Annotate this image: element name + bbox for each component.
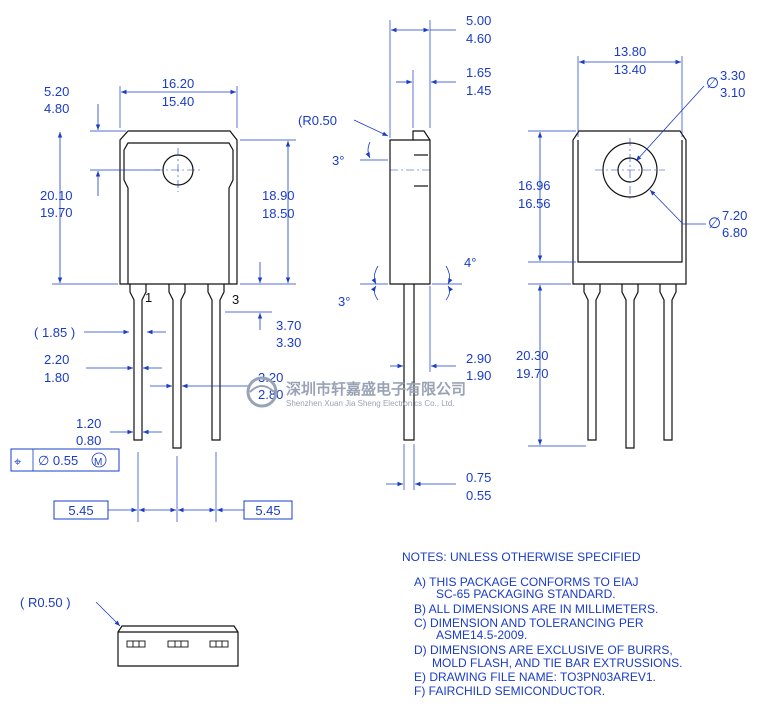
front-lead-w-min: 1.80: [44, 370, 69, 385]
back-hole-max: 3.30: [720, 68, 745, 83]
front-lead-w-max: 2.20: [44, 352, 69, 367]
front-width-max: 16.20: [162, 76, 195, 91]
bottom-view: ( R0.50 ): [20, 595, 239, 667]
bottom-radius: ( R0.50 ): [20, 595, 71, 610]
side-lead-th-max: 0.75: [466, 470, 491, 485]
front-top-max: 5.20: [44, 84, 69, 99]
back-lead-l-max: 20.30: [516, 348, 549, 363]
back-pad-h-max: 16.96: [518, 178, 551, 193]
front-top-min: 4.80: [44, 101, 69, 116]
notes: NOTES: UNLESS OTHERWISE SPECIFIED A) THI…: [402, 550, 683, 698]
bottom-lead-slots: [126, 640, 229, 648]
pin-3-label: 3: [232, 292, 239, 307]
back-pad-h-min: 16.56: [518, 196, 551, 211]
pitch-left: 5.45: [68, 503, 93, 518]
side-angle-right: 4°: [464, 255, 476, 270]
back-leads: [583, 284, 677, 449]
front-mold-step: [123, 142, 234, 284]
front-lead-b-max: 3.20: [258, 370, 283, 385]
side-lead-th-min: 0.55: [466, 488, 491, 503]
pin-1-label: 1: [145, 290, 152, 305]
side-tab-min: 1.45: [466, 83, 491, 98]
watermark: 深圳市轩嘉盛电子有限公司 Shenzhen Xuan Jia Sheng Ele…: [246, 376, 466, 408]
side-angle-bottom: 3°: [338, 294, 350, 309]
front-lead-t-min: 0.80: [76, 433, 101, 448]
front-leads: [129, 284, 225, 449]
side-lead: [403, 284, 415, 441]
front-lead-ref: ( 1.85 ): [34, 325, 75, 340]
back-pad-outline: [577, 140, 683, 263]
front-width-min: 15.40: [162, 94, 195, 109]
note-line: F) FAIRCHILD SEMICONDUCTOR.: [414, 684, 605, 698]
front-lead-t-max: 1.20: [76, 416, 101, 431]
side-body-outline: [389, 130, 431, 285]
watermark-logo-icon: [246, 376, 278, 408]
side-angle-top: 3°: [332, 153, 344, 168]
back-width-max: 13.80: [614, 44, 647, 59]
front-height-max: 20.10: [40, 188, 73, 203]
note-line: ASME14.5-2009.: [436, 628, 527, 642]
tolerance-value: ∅ 0.55: [38, 453, 78, 468]
back-ring-symbol: ∅: [708, 215, 721, 232]
notes-title: NOTES: UNLESS OTHERWISE SPECIFIED: [402, 550, 641, 564]
tolerance-modifier: M: [94, 457, 102, 468]
side-lead-off-max: 2.90: [466, 351, 491, 366]
side-view: 5.00 4.60 1.65 1.45 (R0.50 3° 4° 3° 2.90…: [298, 13, 491, 503]
note-line: MOLD FLASH, AND TIE BAR EXTRUSSIONS.: [432, 656, 683, 670]
front-body-min: 18.50: [262, 206, 295, 221]
front-lead-h-min: 3.30: [276, 335, 301, 350]
note-line: SC-65 PACKAGING STANDARD.: [436, 587, 616, 601]
note-line: E) DRAWING FILE NAME: TO3PN03AREV1.: [414, 670, 656, 684]
side-lead-off-min: 1.90: [466, 368, 491, 383]
note-line: D) DIMENSIONS ARE EXCLUSIVE OF BURRS,: [414, 643, 673, 657]
note-line: A) THIS PACKAGE CONFORMS TO EIAJ: [414, 575, 638, 589]
front-body-max: 18.90: [262, 188, 295, 203]
back-ring-max: 7.20: [722, 208, 747, 223]
front-view: 1 3 16.20 15.40 5.20 4.80 20.10 19.70 18…: [10, 76, 301, 522]
watermark-cn: 深圳市轩嘉盛电子有限公司: [286, 380, 466, 398]
position-tolerance-icon: ⌖: [14, 454, 22, 469]
side-tab-max: 1.65: [466, 65, 491, 80]
back-width-min: 13.40: [614, 62, 647, 77]
pitch-right: 5.45: [255, 503, 280, 518]
back-hole-min: 3.10: [720, 85, 745, 100]
back-hole-symbol: ∅: [706, 75, 719, 92]
front-lead-h-max: 3.70: [276, 318, 301, 333]
note-line: B) ALL DIMENSIONS ARE IN MILLIMETERS.: [414, 602, 658, 616]
front-height-min: 19.70: [40, 205, 73, 220]
note-line: C) DIMENSION AND TOLERANCING PER: [414, 616, 644, 630]
side-thick-min: 4.60: [466, 31, 491, 46]
side-radius: (R0.50: [298, 113, 337, 128]
side-thick-max: 5.00: [466, 13, 491, 28]
watermark-en: Shenzhen Xuan Jia Sheng Electronics Co.,…: [286, 399, 455, 408]
back-lead-l-min: 19.70: [516, 366, 549, 381]
front-body-outline: [119, 130, 238, 285]
back-view: 13.80 13.40 ∅ 3.30 3.10 ∅ 7.20 6.80 16.9…: [516, 44, 747, 449]
back-body-outline: [572, 130, 687, 285]
back-ring-min: 6.80: [722, 225, 747, 240]
position-tolerance-frame: ⌖ ∅ 0.55 M: [10, 448, 120, 472]
